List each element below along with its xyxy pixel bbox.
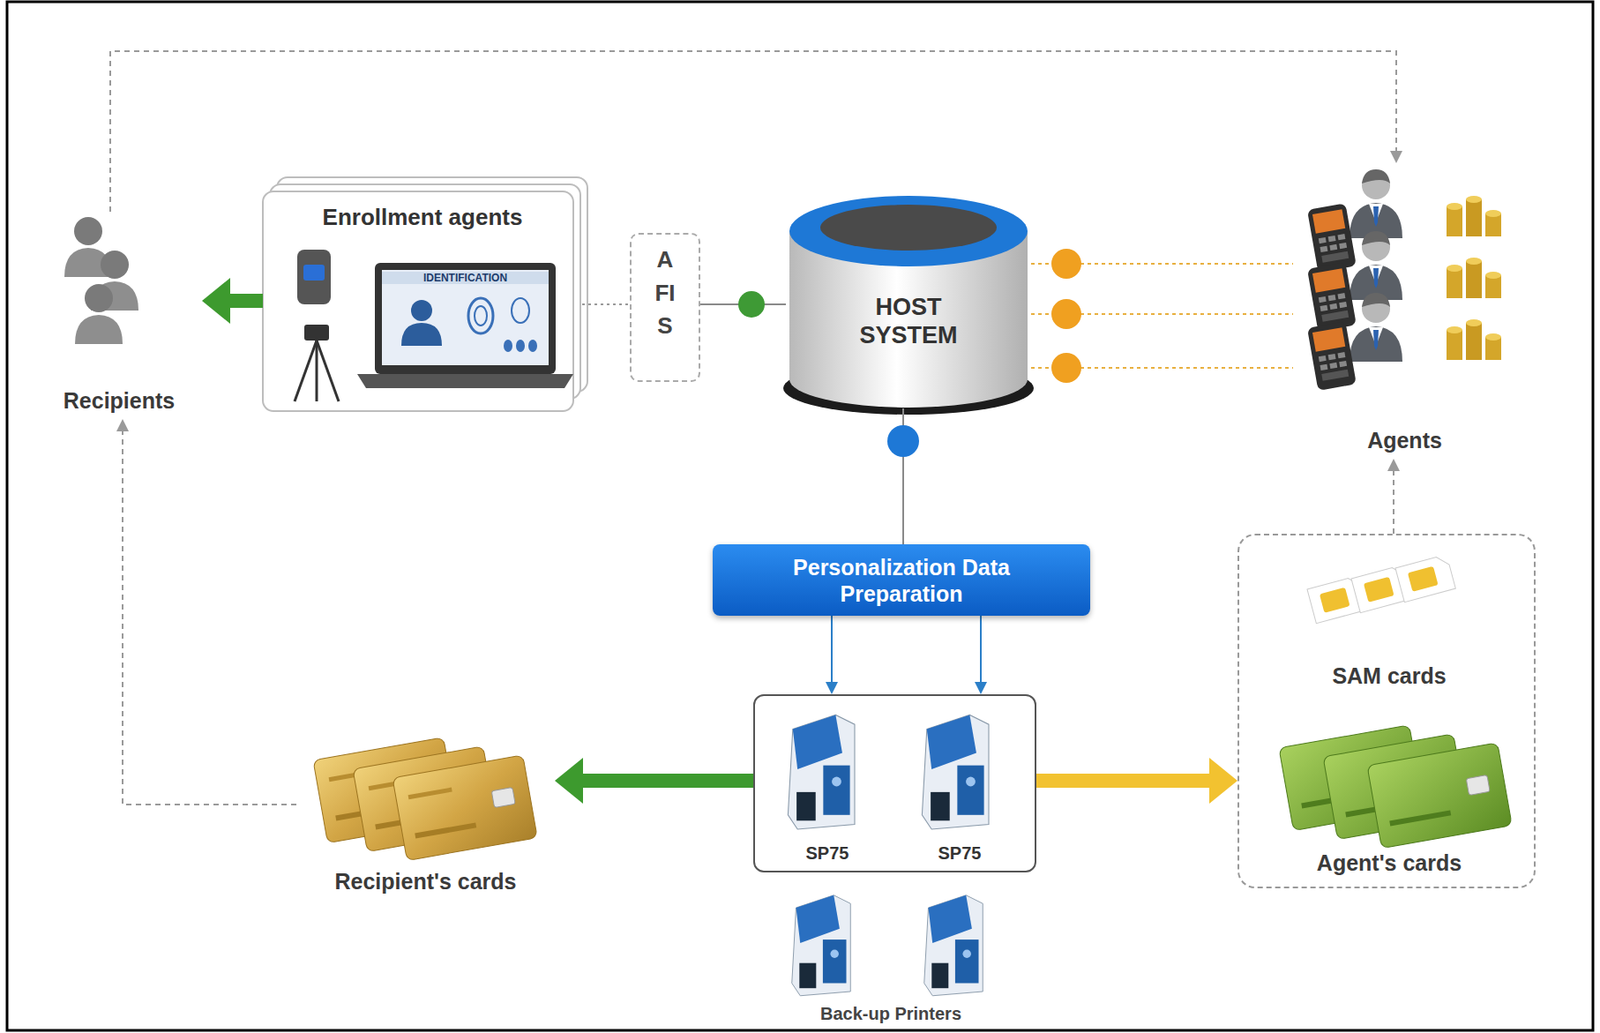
connector [110,51,1403,212]
connector-line [1392,469,1395,534]
agents-group: Agents [1293,163,1517,459]
connector [974,615,987,695]
connector-line [979,615,982,684]
node-label: Agents [1293,427,1517,454]
connector [1036,757,1238,804]
printer-caption: Back-up Printers [776,1003,1006,1025]
connector-line [225,293,263,308]
arrowhead [1390,150,1403,164]
connector-line [830,615,833,684]
cards-group: Recipient's cards [296,727,555,900]
arrowhead [1209,757,1238,804]
cylinder-label: HOST SYSTEM [833,292,984,351]
sam-cards-group: SAM cards [1288,553,1490,695]
arrowhead [1387,458,1400,472]
process-band: Personalization Data Preparation [712,544,1091,616]
band-label: Personalization Data Preparation [791,553,1012,607]
afis-box: AFIS [629,232,701,382]
dashed-group: SAM cardsAgent's cards [1237,533,1536,889]
connector-line [110,51,1397,212]
box-heading: Enrollment agents [262,203,583,232]
arrowhead [201,277,231,324]
box-label: AFIS [653,243,677,344]
agent-cards-group: Agent's cards [1253,711,1526,882]
node-label: Agent's cards [1253,850,1526,876]
host-cylinder: HOST SYSTEM [785,194,1032,409]
arrowhead [974,681,987,695]
connector-line [582,303,630,306]
recipients-group: Recipients [36,211,202,419]
connector-line [1036,773,1214,788]
printer-box: SP75 SP75 [753,694,1037,873]
arrowhead [116,418,129,432]
arrowhead [554,757,584,804]
connector [1387,458,1400,534]
connector [116,418,297,805]
connector [554,757,754,804]
arrowhead [825,681,838,695]
node-label: Recipients [36,388,202,414]
printer-label: SP75 [774,843,881,864]
connector-line [122,429,297,805]
printer-label: SP75 [906,843,1013,864]
connector-line [578,773,754,788]
connector [201,277,263,324]
node-label: SAM cards [1288,663,1490,689]
node-label: Recipient's cards [296,868,555,895]
enrollment-box: Enrollment agents [262,189,583,413]
screen-label: IDENTIFICATION [381,271,549,285]
connector [825,615,838,695]
connector [582,304,630,306]
